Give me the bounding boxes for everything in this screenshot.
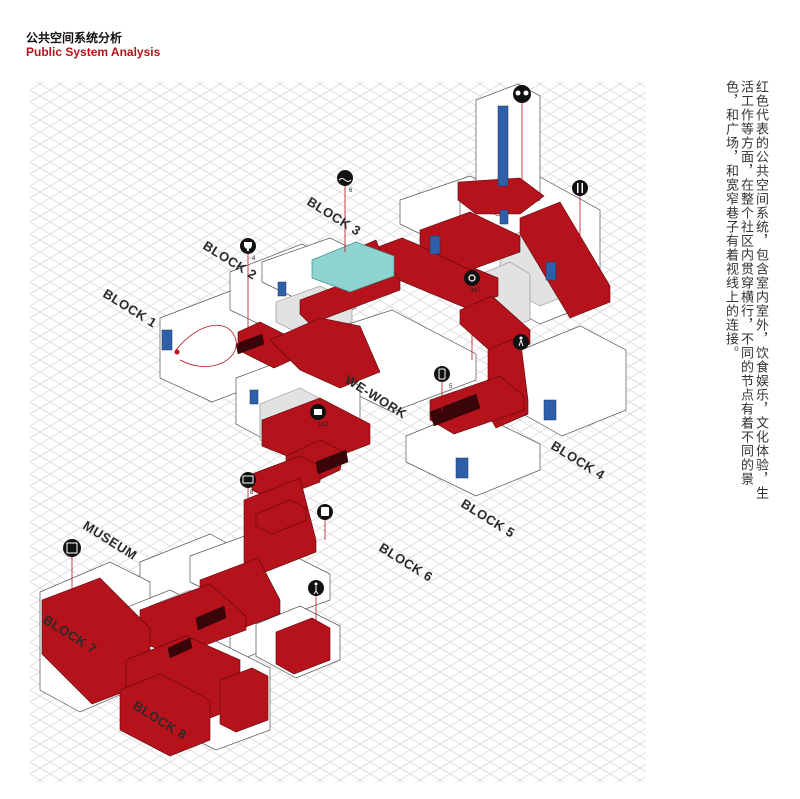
route-block1 xyxy=(175,324,237,367)
icon-label-5: 5 xyxy=(449,384,453,390)
callout-lines xyxy=(71,102,581,640)
page-title-cn: 公共空间系统分析 xyxy=(26,31,123,45)
description-text: 红色代表的公共空间系统，包含室内室外，饮食娱乐，文化体验，生活工作等方面，在整个… xyxy=(723,80,768,500)
node-icons: 6 4 3&7 5 1&2 8 xyxy=(63,85,588,596)
walk-icon xyxy=(513,334,529,350)
person-icon xyxy=(308,580,324,596)
icon-label-8: 8 xyxy=(250,490,254,496)
swim-icon xyxy=(337,170,353,186)
node-block1 xyxy=(174,349,180,355)
mask-icon xyxy=(513,85,531,103)
teal-court xyxy=(311,241,395,293)
camera-icon xyxy=(464,270,480,286)
icon-label-3and7: 3&7 xyxy=(470,288,481,294)
bus-icon xyxy=(317,504,333,520)
vertical-cores xyxy=(161,105,557,479)
shopping-icon xyxy=(310,404,326,420)
cinema-icon xyxy=(240,472,256,488)
public-space-system xyxy=(41,177,611,757)
trophy-icon xyxy=(240,238,256,254)
stair-elements xyxy=(167,333,481,659)
phone-icon xyxy=(434,366,450,382)
dining-icon xyxy=(572,180,588,196)
gallery-icon xyxy=(63,539,81,557)
icon-label-6: 6 xyxy=(349,188,353,194)
page-title-en: Public System Analysis xyxy=(26,45,161,59)
icon-label-4: 4 xyxy=(252,256,256,262)
icon-label-1and2: 1&2 xyxy=(318,422,329,428)
